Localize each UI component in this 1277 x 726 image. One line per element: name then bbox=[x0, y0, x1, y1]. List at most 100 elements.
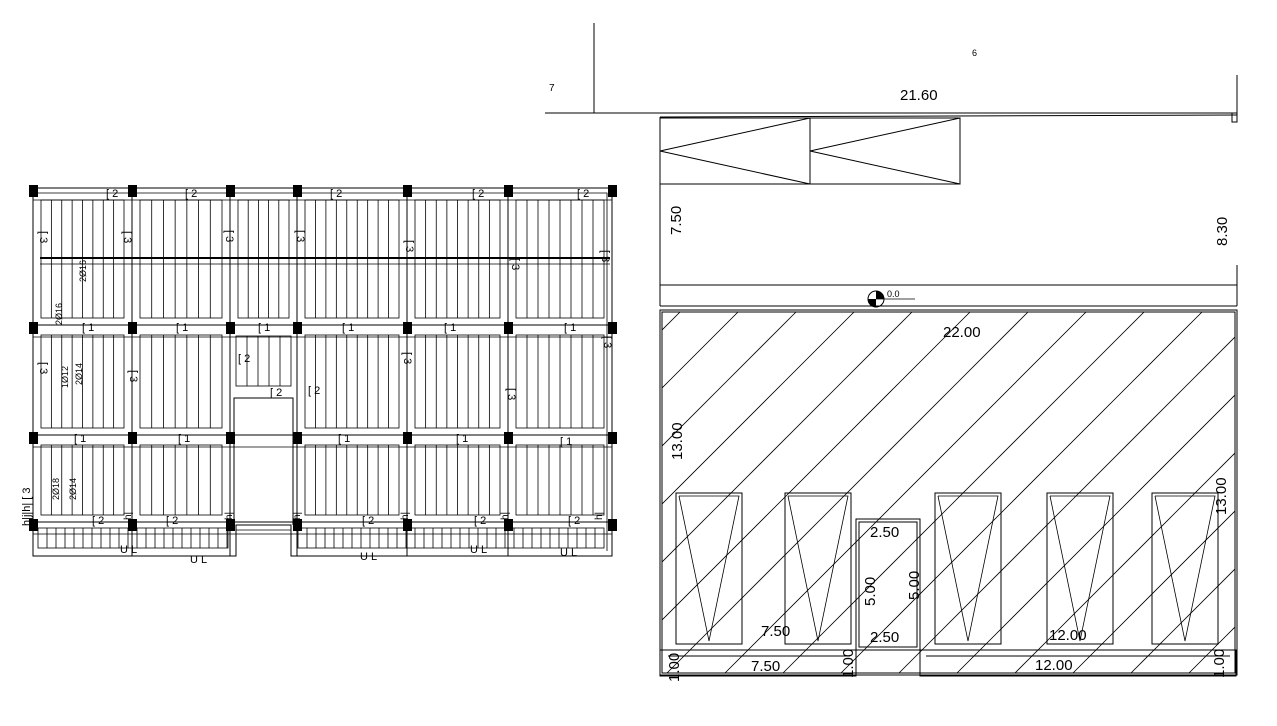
dim-setback-right: 8.30 bbox=[1214, 217, 1231, 246]
column-square bbox=[226, 185, 235, 197]
column-square bbox=[226, 432, 235, 444]
gate-leaf-2 bbox=[809, 117, 961, 185]
beam-tag-2: [ 2 bbox=[472, 188, 484, 200]
footing-tag: U L bbox=[190, 554, 207, 566]
hatch-line bbox=[1014, 452, 1235, 673]
beam-tag-1: [ 1 bbox=[74, 433, 86, 445]
footing-tag: U L bbox=[470, 544, 487, 556]
hatch-line bbox=[724, 312, 1087, 673]
beam-tag-3: [ 3 bbox=[121, 231, 133, 243]
hatch-line bbox=[662, 312, 913, 563]
parking-bay bbox=[1151, 492, 1219, 645]
h-tag: h| bbox=[500, 512, 511, 520]
site-hatch bbox=[22, 300, 1277, 680]
beam-tag-2: [ 2 bbox=[568, 515, 580, 527]
beam-tag-1: [ 1 bbox=[342, 322, 354, 334]
column-square bbox=[29, 519, 38, 531]
column-square bbox=[128, 519, 137, 531]
column-square bbox=[128, 185, 137, 197]
beam-tag-2: [ 2 bbox=[270, 387, 282, 399]
beam-tag-2: [ 2 bbox=[185, 188, 197, 200]
beam-tag-3: [ 3 bbox=[37, 362, 49, 374]
framing-outline bbox=[32, 187, 613, 557]
beam-tag-1: [ 1 bbox=[82, 322, 94, 334]
beam-tag-2: [ 2 bbox=[362, 515, 374, 527]
beam-tag-2: [ 2 bbox=[330, 188, 342, 200]
beam-tag-2: [ 2 bbox=[238, 353, 250, 365]
beam-tag-2: [ 2 bbox=[577, 188, 589, 200]
slab-panel-small bbox=[235, 335, 292, 387]
column-square bbox=[29, 432, 38, 444]
framing-outline-inner bbox=[38, 192, 608, 551]
column-square bbox=[403, 322, 412, 334]
beam-tag-2: [ 2 bbox=[308, 385, 320, 397]
dim-edge-mid: 1.00 bbox=[840, 649, 857, 678]
parking-bay bbox=[934, 492, 1002, 645]
hatch-line bbox=[662, 312, 855, 505]
dim-frontage: 21.60 bbox=[900, 87, 938, 104]
point-label-6: 6 bbox=[972, 48, 977, 58]
parking-bays bbox=[675, 492, 1219, 645]
beam-tag-3: [ 3 bbox=[401, 352, 413, 364]
hatch-line bbox=[196, 300, 576, 680]
site-plan: 7 6 21.60 7.50 8.30 0.0 22.00 13.00 13.0… bbox=[22, 23, 1277, 682]
parking-bay bbox=[1046, 492, 1114, 645]
column-square bbox=[504, 322, 513, 334]
dim-setback-left: 7.50 bbox=[668, 206, 685, 235]
hatch-line bbox=[782, 312, 1145, 673]
column-square bbox=[128, 432, 137, 444]
beam-tag-2: [ 2 bbox=[474, 515, 486, 527]
beam-tag-3: [ 3 bbox=[509, 258, 521, 270]
guard-room-inner bbox=[858, 521, 918, 648]
dim-plot-width: 22.00 bbox=[943, 324, 981, 341]
hatch-line bbox=[22, 300, 402, 680]
hatch-line bbox=[956, 394, 1235, 673]
beam-tag-1: [ 1 bbox=[444, 322, 456, 334]
rebar-note: 2Ø14 bbox=[74, 363, 84, 385]
hatch-line bbox=[662, 312, 971, 621]
h-tag: h| bbox=[224, 512, 235, 520]
column-square bbox=[29, 322, 38, 334]
dim-plot-depth-right: 13.00 bbox=[1213, 477, 1230, 515]
h-tag: h| bbox=[123, 512, 134, 520]
slab-panel bbox=[139, 444, 223, 516]
parking-bay-marker bbox=[1154, 495, 1216, 642]
beam-tag-1: [ 1 bbox=[176, 322, 188, 334]
column-square bbox=[403, 432, 412, 444]
column-square bbox=[608, 432, 617, 444]
column-square bbox=[608, 519, 617, 531]
column-square bbox=[504, 185, 513, 197]
parking-bay-marker bbox=[937, 495, 999, 642]
dim-plot-depth-left: 13.00 bbox=[669, 422, 686, 460]
h-tag: h| bbox=[292, 512, 303, 520]
parking-bay-marker bbox=[787, 495, 849, 642]
hatch-line bbox=[662, 312, 739, 389]
footing-tag: U L bbox=[120, 544, 137, 556]
beam-tag-1: [ 1 bbox=[456, 433, 468, 445]
beam-tag-3: [ 3 bbox=[37, 231, 49, 243]
column-square bbox=[504, 432, 513, 444]
dim-right-span-outer: 12.00 bbox=[1035, 657, 1073, 674]
framing-plan: [ 2 [ 2 [ 2 [ 2 [ 2 [ 1 [ 1 [ 1 [ 1 [ 1 [ 1 [ 1 [ 1 [… bbox=[21, 185, 617, 566]
column-square bbox=[403, 185, 412, 197]
beam-tag-1: [ 1 bbox=[258, 322, 270, 334]
footing-tag: U L bbox=[360, 551, 377, 563]
column-square bbox=[293, 322, 302, 334]
slab-panel bbox=[304, 334, 400, 429]
column-square bbox=[403, 519, 412, 531]
beam-tag-3: [ 3 bbox=[223, 230, 235, 242]
beam-tag-1: [ 1 bbox=[560, 436, 572, 448]
hatch-line bbox=[1130, 568, 1235, 673]
dim-room-width-bottom: 2.50 bbox=[870, 629, 899, 646]
hatch-line bbox=[254, 300, 634, 680]
beam-tag-1: [ 1 bbox=[564, 322, 576, 334]
hatch-line bbox=[1072, 510, 1235, 673]
plot-outline bbox=[659, 309, 1238, 676]
rebar-note: 1Ø12 bbox=[60, 366, 70, 388]
beam-tag-3: [ 3 bbox=[403, 240, 415, 252]
column-square bbox=[608, 322, 617, 334]
h-tag: h| bbox=[400, 512, 411, 520]
column-square bbox=[29, 185, 38, 197]
hatch-line bbox=[1240, 300, 1277, 680]
